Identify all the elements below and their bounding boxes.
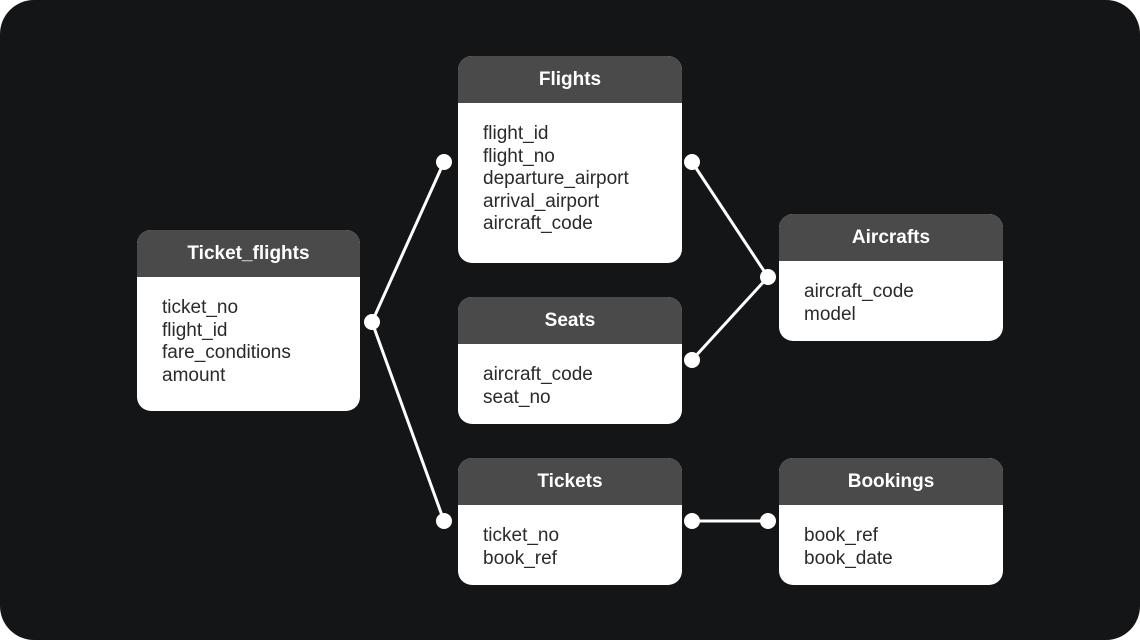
table-title: Bookings	[779, 458, 1003, 505]
field-ticket-no: ticket_no	[483, 525, 560, 546]
connector-dot	[364, 314, 380, 330]
field-aircraft-code: aircraft_code	[804, 281, 914, 302]
table-flights[interactable]: Flights flight_id flight_no departure_ai…	[458, 56, 682, 263]
field-ticket-no: ticket_no	[162, 297, 239, 318]
link-ticket-flights-to-flights	[370, 161, 446, 323]
connector-dot	[684, 513, 700, 529]
table-title: Aircrafts	[779, 214, 1003, 261]
link-flights-to-aircrafts	[690, 161, 770, 278]
table-seats[interactable]: Seats aircraft_code seat_no	[458, 297, 682, 424]
field-list: book_ref book_date	[779, 505, 1003, 570]
field-book-ref: book_ref	[483, 547, 557, 569]
field-amount: amount	[162, 364, 226, 386]
table-bookings[interactable]: Bookings book_ref book_date	[779, 458, 1003, 585]
field-aircraft-code: aircraft_code	[483, 364, 593, 385]
connector-dot	[684, 154, 700, 170]
field-departure-airport: departure_airport	[483, 168, 629, 190]
table-title: Seats	[458, 297, 682, 344]
field-arrival-airport: arrival_airport	[483, 190, 600, 212]
link-seats-to-aircrafts	[690, 275, 770, 362]
field-aircraft-code: aircraft_code	[483, 213, 593, 235]
link-ticket-flights-to-tickets	[370, 321, 446, 522]
field-list: aircraft_code seat_no	[458, 344, 682, 409]
field-list: aircraft_code model	[779, 261, 1003, 326]
table-title: Tickets	[458, 458, 682, 505]
field-model: model	[804, 303, 856, 325]
table-title: Flights	[458, 56, 682, 103]
field-book-date: book_date	[804, 547, 893, 569]
connector-dot	[436, 154, 452, 170]
field-fare-conditions: fare_conditions	[162, 342, 291, 364]
table-ticket-flights[interactable]: Ticket_flights ticket_no flight_id fare_…	[137, 230, 360, 411]
field-book-ref: book_ref	[804, 525, 878, 546]
field-flight-no: flight_no	[483, 145, 555, 167]
connector-dot	[436, 513, 452, 529]
field-list: flight_id flight_no departure_airport ar…	[458, 103, 682, 236]
table-aircrafts[interactable]: Aircrafts aircraft_code model	[779, 214, 1003, 341]
connector-dot	[760, 513, 776, 529]
table-title: Ticket_flights	[137, 230, 360, 277]
table-tickets[interactable]: Tickets ticket_no book_ref	[458, 458, 682, 585]
field-flight-id: flight_id	[162, 319, 228, 341]
field-list: ticket_no book_ref	[458, 505, 682, 570]
connector-dot	[684, 352, 700, 368]
field-list: ticket_no flight_id fare_conditions amou…	[137, 277, 360, 387]
field-flight-id: flight_id	[483, 123, 549, 144]
connector-dot	[760, 269, 776, 285]
field-seat-no: seat_no	[483, 386, 551, 408]
